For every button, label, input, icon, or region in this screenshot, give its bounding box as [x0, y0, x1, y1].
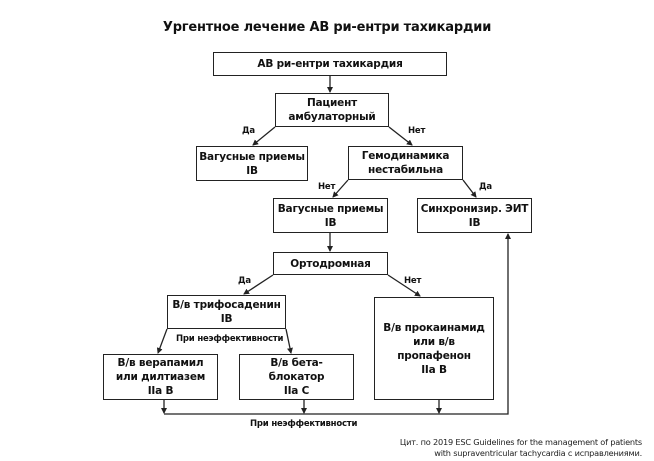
node-procainamide-line1: В/в прокаинамид	[383, 321, 485, 334]
node-orthodromic-text: Ортодромная	[290, 257, 371, 270]
node-cardioversion-line2: IB	[468, 216, 481, 229]
label-ortho-yes: Да	[238, 276, 251, 286]
citation: Цит. по 2019 ESC Guidelines for the mana…	[400, 437, 642, 459]
node-vagal-left-line2: IB	[246, 164, 258, 177]
node-procainamide-line4: IIa B	[421, 363, 447, 376]
node-cardioversion-line1: Синхронизир. ЭИТ	[420, 202, 529, 215]
node-beta-blocker-line2: блокатор	[268, 371, 325, 383]
node-vagal-left: Вагусные приемы IB	[196, 146, 308, 181]
label-outpatient-yes: Да	[242, 126, 255, 136]
edge-outpatient-no	[388, 126, 413, 146]
edge-feedback-to-cardioversion	[164, 233, 511, 415]
node-adenosine-line1: В/в трифосаденин	[172, 299, 281, 311]
node-verapamil: В/в верапамил или дилтиазем IIa B	[103, 354, 218, 400]
node-beta-blocker-line3: IIa C	[283, 385, 310, 397]
node-vagal-middle-line1: Вагусные приемы	[277, 202, 384, 215]
label-adenosine-fail: При неэффективности	[176, 334, 284, 344]
node-hemodynamics-line2: нестабильна	[368, 164, 443, 176]
node-outpatient-line2: амбулаторный	[288, 111, 376, 123]
label-hemo-no: Нет	[318, 182, 336, 192]
node-verapamil-line3: IIa B	[147, 385, 174, 397]
node-hemodynamics-line1: Гемодинамика	[361, 150, 450, 162]
edge-hemo-yes	[462, 179, 477, 198]
label-ortho-no: Нет	[404, 276, 422, 286]
node-orthodromic: Ортодромная	[273, 252, 388, 275]
edge-hemo-no	[332, 179, 349, 198]
label-outpatient-no: Нет	[408, 126, 426, 136]
node-adenosine: В/в трифосаденин IB	[167, 295, 286, 329]
edge-outpatient-yes	[252, 126, 276, 146]
node-procainamide-line2: или в/в	[413, 335, 455, 348]
node-vagal-left-line1: Вагусные приемы	[199, 150, 305, 163]
diagram-title: Ургентное лечение АВ ри-ентри тахикардии	[162, 20, 492, 35]
node-verapamil-line1: В/в верапамил	[117, 357, 204, 369]
node-beta-blocker: В/в бета- блокатор IIa C	[239, 354, 354, 400]
node-verapamil-line2: или дилтиазем	[115, 371, 206, 383]
node-procainamide: В/в прокаинамид или в/в пропафенон IIa B	[374, 297, 494, 400]
node-vagal-middle: Вагусные приемы IB	[273, 198, 388, 233]
label-hemo-yes: Да	[479, 182, 492, 192]
edge-adenosine-to-verapamil	[156, 328, 168, 354]
node-procainamide-line3: пропафенон	[397, 349, 471, 362]
node-hemodynamics: Гемодинамика нестабильна	[348, 146, 463, 180]
node-avnrt: АВ ри-ентри тахикардия	[213, 52, 447, 76]
node-vagal-middle-line2: IB	[324, 216, 337, 229]
node-beta-blocker-line1: В/в бета-	[270, 357, 323, 369]
node-outpatient-line1: Пациент	[306, 97, 358, 109]
node-avnrt-text: АВ ри-ентри тахикардия	[257, 58, 403, 70]
edge-adenosine-to-betablocker	[285, 328, 293, 354]
citation-line1: Цит. по 2019 ESC Guidelines for the mana…	[399, 437, 642, 447]
node-cardioversion: Синхронизир. ЭИТ IB	[417, 198, 532, 233]
node-outpatient: Пациент амбулаторный	[275, 93, 389, 127]
edge-ortho-no	[387, 274, 421, 297]
label-final-fail: При неэффективности	[250, 419, 358, 429]
citation-line2: with supraventricular tachycardia с испр…	[434, 448, 642, 458]
edge-ortho-yes	[243, 274, 274, 295]
node-adenosine-line2: IB	[220, 313, 233, 325]
